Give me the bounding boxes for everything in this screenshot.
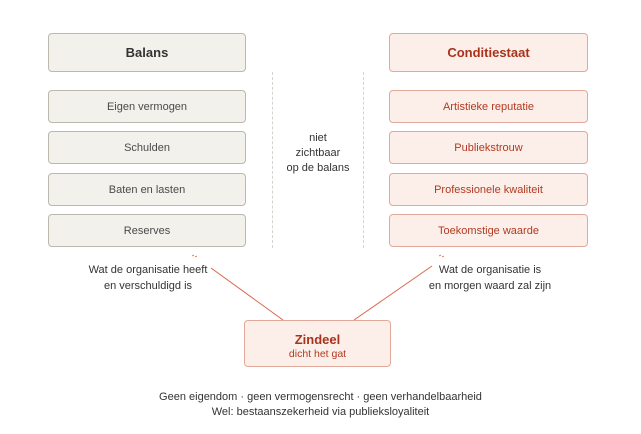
zindeel-subtitle: dicht het gat bbox=[288, 348, 347, 360]
balans-item-label: Reserves bbox=[123, 224, 171, 237]
right-divider bbox=[363, 72, 364, 248]
balans-item-schulden: Schulden bbox=[48, 131, 246, 164]
zindeel-title: Zindeel bbox=[294, 332, 341, 347]
left-caption-line: Wat de organisatie heeft bbox=[88, 264, 208, 276]
conditiestaat-item-label: Artistieke reputatie bbox=[442, 100, 535, 113]
right-caption: Wat de organisatie is en morgen waard za… bbox=[420, 262, 560, 294]
middle-note-line: zichtbaar bbox=[295, 147, 341, 159]
balans-item-label: Schulden bbox=[124, 141, 170, 154]
balans-item-baten-lasten: Baten en lasten bbox=[48, 173, 246, 206]
zindeel-box: Zindeel dicht het gat bbox=[244, 320, 391, 367]
middle-note: niet zichtbaar op de balans bbox=[280, 131, 356, 176]
left-connector-mark-icon bbox=[191, 254, 198, 258]
balans-item-reserves: Reserves bbox=[48, 214, 246, 247]
conditiestaat-item-label: Publiekstrouw bbox=[454, 141, 523, 154]
footer-line-2: Wel: bestaanszekerheid via publieksloyal… bbox=[211, 406, 430, 418]
balans-title: Balans bbox=[125, 45, 169, 60]
left-caption-line: en verschuldigd is bbox=[103, 280, 193, 292]
right-caption-line: Wat de organisatie is bbox=[438, 264, 542, 276]
conditiestaat-item-label: Toekomstige waarde bbox=[438, 224, 539, 237]
conditiestaat-item-artistieke-reputatie: Artistieke reputatie bbox=[389, 90, 588, 123]
left-divider bbox=[272, 72, 273, 248]
conditiestaat-item-publiekstrouw: Publiekstrouw bbox=[389, 131, 588, 164]
conditiestaat-item-label: Professionele kwaliteit bbox=[434, 183, 543, 196]
right-caption-line: en morgen waard zal zijn bbox=[428, 280, 552, 292]
footer-line-1: Geen eigendom · geen vermogensrecht · ge… bbox=[159, 391, 482, 403]
conditiestaat-item-toekomstige-waarde: Toekomstige waarde bbox=[389, 214, 588, 247]
left-caption: Wat de organisatie heeft en verschuldigd… bbox=[78, 262, 218, 294]
balans-item-label: Eigen vermogen bbox=[106, 100, 188, 113]
conditiestaat-item-professionele-kwaliteit: Professionele kwaliteit bbox=[389, 173, 588, 206]
balans-header: Balans bbox=[48, 33, 246, 72]
right-connector-mark-icon bbox=[438, 254, 445, 258]
balans-item-label: Baten en lasten bbox=[108, 183, 186, 196]
middle-note-line: op de balans bbox=[286, 162, 350, 174]
right-connector-line bbox=[353, 265, 433, 321]
conditiestaat-header: Conditiestaat bbox=[389, 33, 588, 72]
balans-item-eigen-vermogen: Eigen vermogen bbox=[48, 90, 246, 123]
left-connector-line bbox=[210, 267, 284, 321]
conditiestaat-title: Conditiestaat bbox=[447, 45, 530, 60]
middle-note-line: niet bbox=[309, 132, 327, 144]
